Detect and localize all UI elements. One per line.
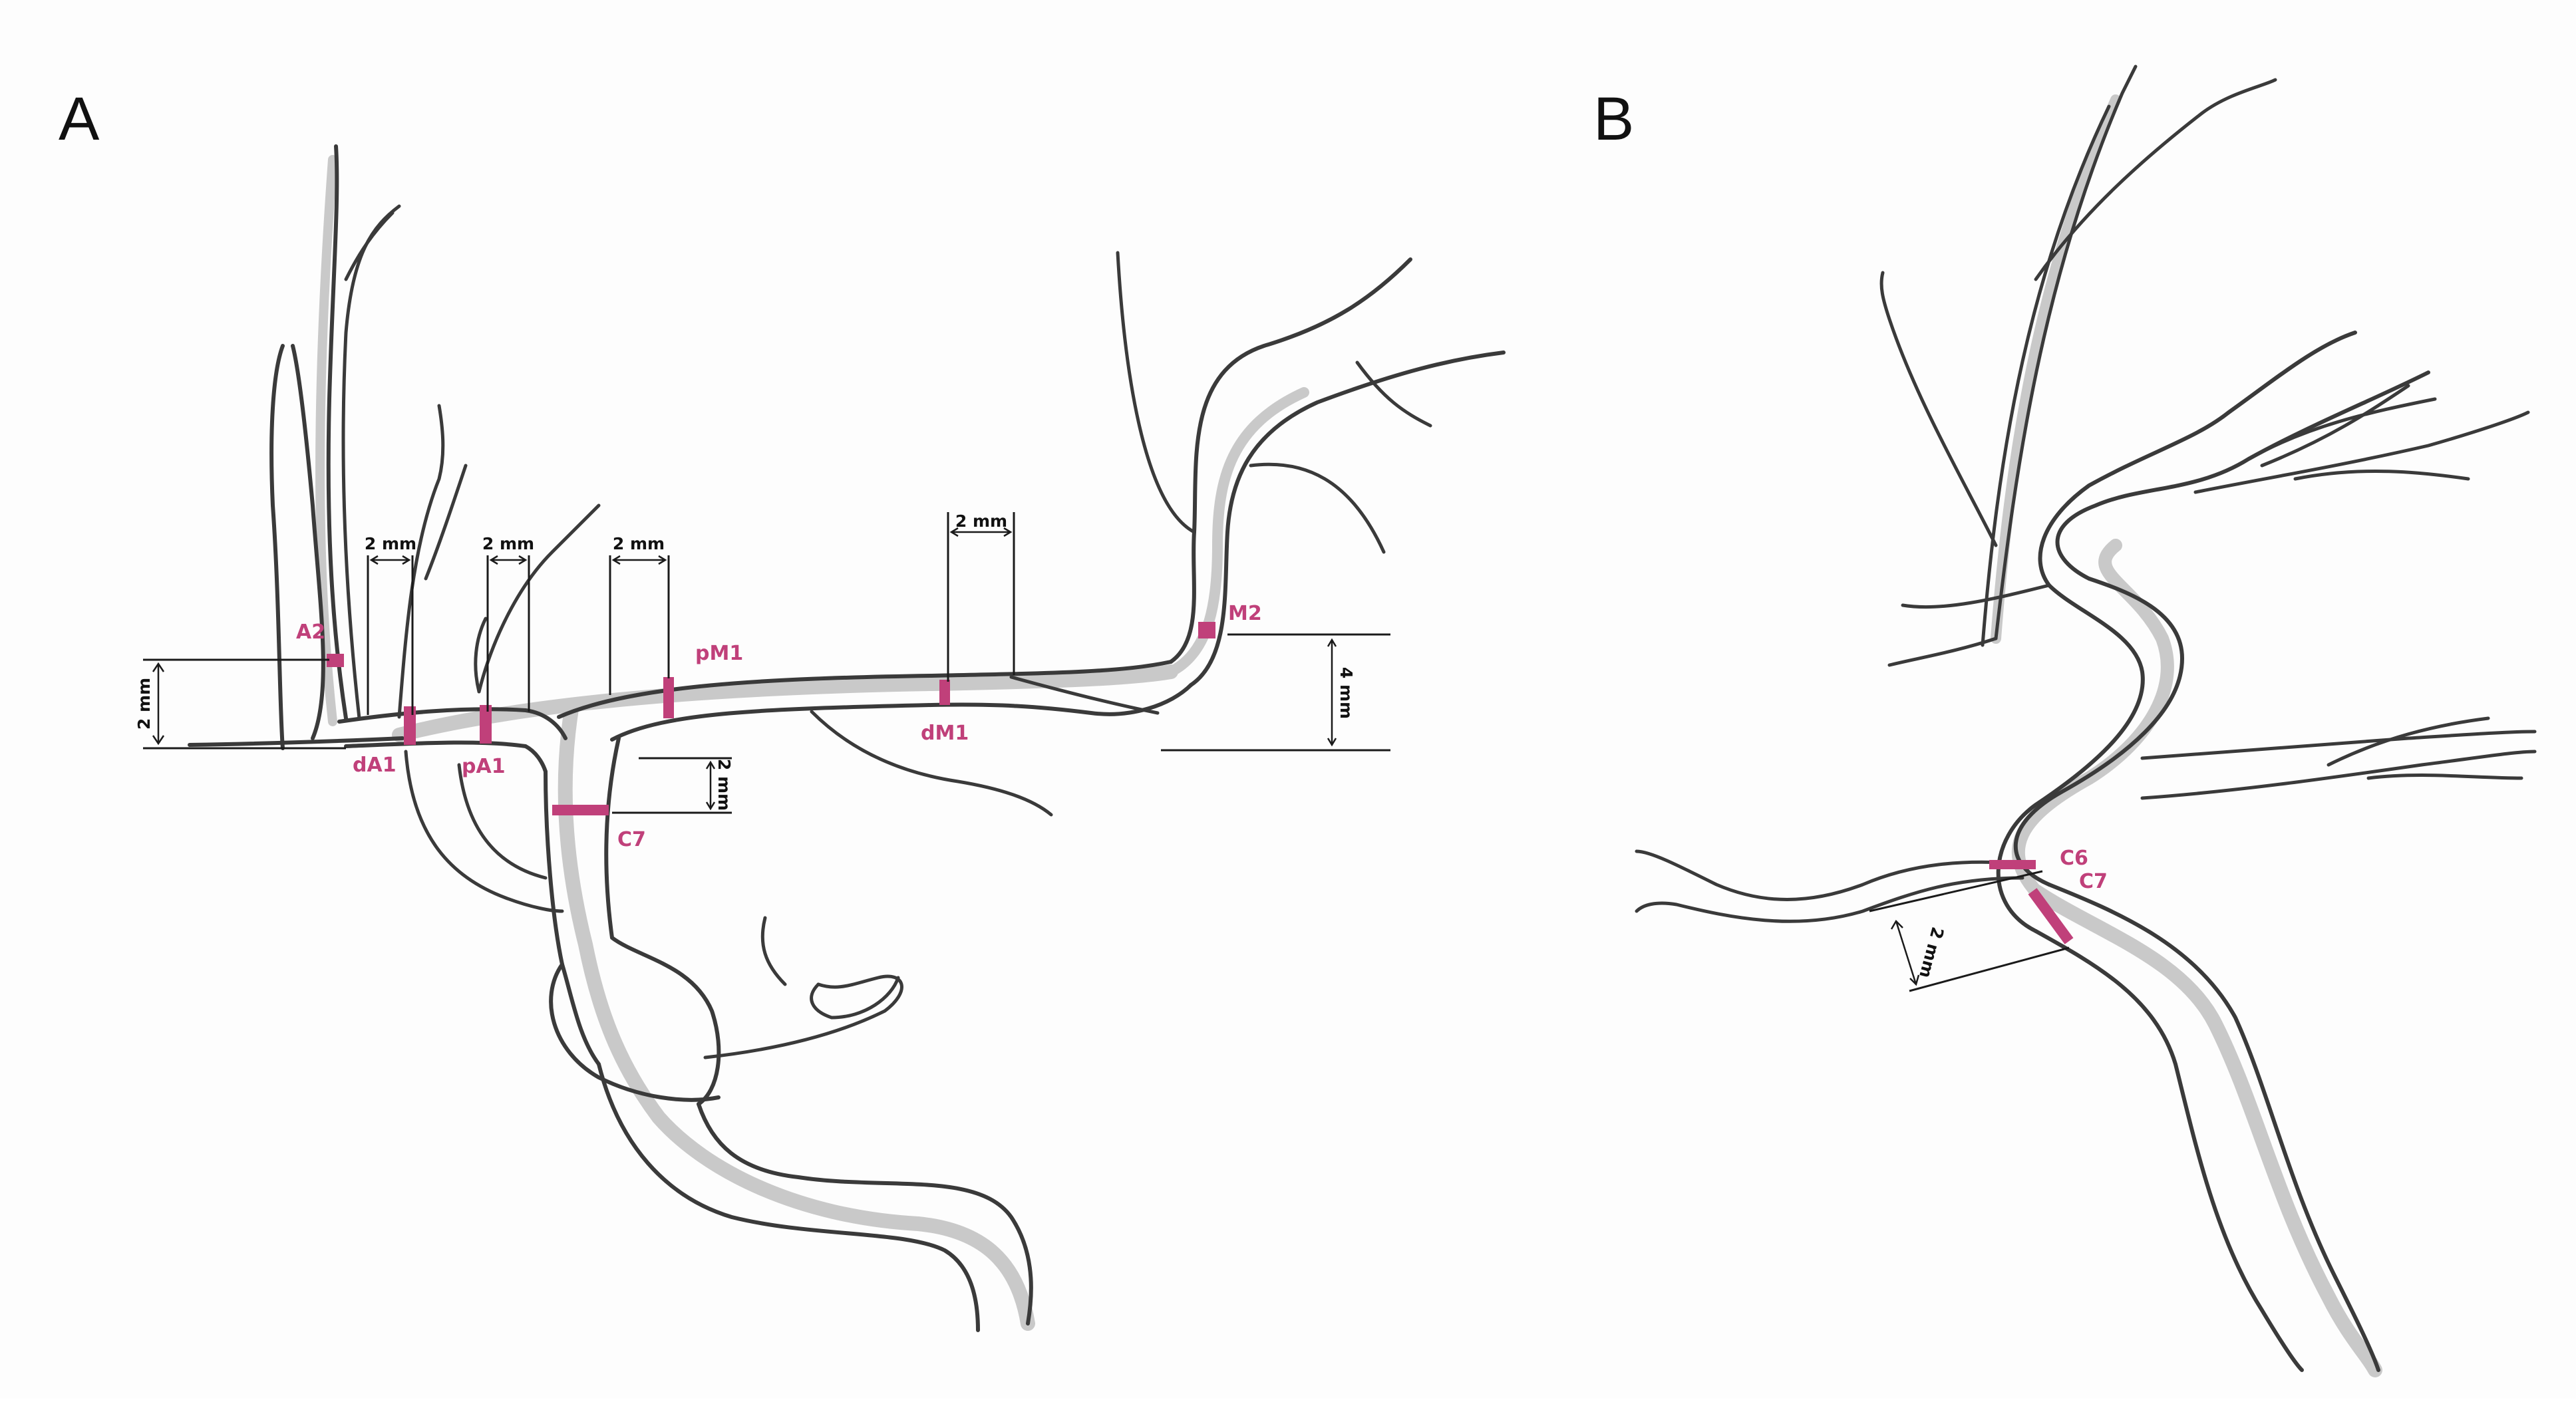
panel-a-labels: A2 dA1 pA1 C7 pM1 dM1 M2 bbox=[296, 602, 1262, 851]
panel-b-letter: B bbox=[1593, 85, 1634, 153]
m2-label: M2 bbox=[1228, 602, 1262, 625]
panel-a-dimensions: 2 mm 2 mm 2 mm 2 mm 2 mm bbox=[134, 511, 1390, 814]
c7b-label: C7 bbox=[2079, 870, 2108, 893]
da1-width-dim-label: 2 mm bbox=[365, 534, 416, 553]
c7-vertical-dim-label: 2 mm bbox=[715, 759, 734, 811]
panel-a: A bbox=[59, 85, 1506, 1332]
dm1-width-dim-label: 2 mm bbox=[955, 511, 1007, 531]
pm1-label: pM1 bbox=[695, 642, 743, 665]
panel-b: B bbox=[1593, 65, 2537, 1377]
c7-offset-dim-label: 2 mm bbox=[1915, 925, 1947, 980]
c7-label: C7 bbox=[617, 828, 646, 851]
panel-b-labels: C6 C7 bbox=[2060, 847, 2108, 893]
pa1-label: pA1 bbox=[462, 755, 506, 778]
panel-b-vessels bbox=[1635, 65, 2537, 1372]
panel-a-letter: A bbox=[59, 85, 100, 153]
m2-vertical-dim-label: 4 mm bbox=[1337, 667, 1356, 719]
a2-label: A2 bbox=[296, 621, 325, 644]
panel-a-markers bbox=[327, 622, 1215, 815]
c7b-marker bbox=[2028, 888, 2074, 944]
left-vertical-dim-label: 2 mm bbox=[134, 678, 154, 730]
pa1-width-dim-label: 2 mm bbox=[482, 534, 534, 553]
panel-a-vessels bbox=[188, 144, 1506, 1332]
da1-label: dA1 bbox=[353, 754, 397, 777]
dm1-label: dM1 bbox=[921, 722, 969, 745]
panel-b-markers bbox=[1989, 860, 2074, 944]
pm1-width-dim-label: 2 mm bbox=[613, 534, 665, 553]
c6-label: C6 bbox=[2060, 847, 2088, 870]
panel-b-shading bbox=[1991, 94, 2382, 1377]
